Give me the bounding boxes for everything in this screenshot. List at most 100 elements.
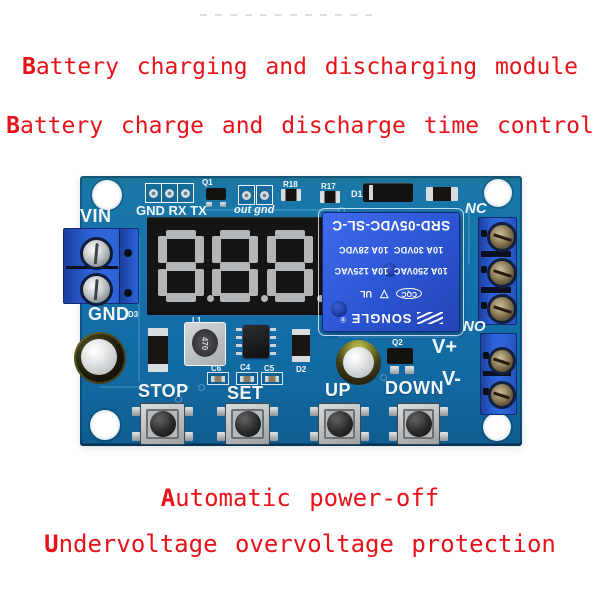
inductor-marking: 470 [200, 336, 210, 350]
q2-pad [405, 366, 414, 374]
battery-terminal-block [480, 333, 517, 415]
q2-pad [390, 366, 399, 374]
segment [275, 230, 305, 239]
uart-pad-tx [177, 183, 194, 203]
r17-label: R17 [321, 182, 336, 191]
seven-segment-digit [267, 230, 313, 302]
button-leg [217, 407, 225, 416]
stop-button [132, 403, 193, 445]
nc-label: NC [465, 200, 487, 217]
relay-terminal-screw [487, 222, 517, 252]
segment [158, 236, 167, 263]
vin-label: VIN [80, 206, 112, 226]
gnd-pad [256, 185, 273, 205]
q2-label: Q2 [392, 338, 403, 347]
seven-segment-digit [212, 230, 258, 302]
no-label: NO [463, 318, 486, 335]
down-button [389, 403, 448, 445]
ic-pin [270, 352, 276, 355]
segment [267, 236, 276, 263]
smd-cap-body [240, 375, 254, 382]
pcb-board: GND RX TX Q1 out gnd R18 R17 D1 VIN GND [63, 176, 522, 446]
clamp-slot [481, 266, 487, 273]
clamp-slot [483, 352, 489, 359]
relay: SONGLE® CQC ▽ UL 10A 250VAC 10A 125VAC 1… [318, 208, 464, 336]
decimal-point [207, 295, 214, 302]
d2-diode [292, 329, 310, 362]
button-cap [234, 411, 261, 437]
relay-terminal-screw [487, 294, 517, 324]
decimal-point [261, 295, 268, 302]
songle-stripes-logo [416, 312, 443, 325]
pad-ring [260, 190, 269, 200]
uart-label: GND RX TX [136, 203, 207, 218]
ic-pin [270, 344, 276, 347]
relay-mold-mark [331, 301, 347, 317]
inductor-core: 470 [192, 329, 218, 357]
vplus-label: V+ [432, 336, 458, 358]
c4-capacitor [236, 372, 258, 385]
down-label: DOWN [385, 378, 444, 398]
relay-rating-vac: 10A 250VAC 10A 125VAC [334, 266, 448, 277]
capacitor-top [343, 347, 374, 378]
mounting-hole-top-right [484, 179, 512, 207]
segment [220, 230, 250, 239]
smd-cap-body [265, 375, 279, 382]
pcb-trace [100, 386, 190, 388]
d2-label: D2 [296, 365, 307, 374]
button-frame [318, 403, 361, 445]
pcb-via [380, 374, 387, 381]
segment [212, 269, 221, 296]
button-frame [397, 403, 440, 445]
segment [166, 293, 196, 302]
ic-pin [236, 328, 242, 331]
button-cap [326, 411, 353, 437]
button-leg [217, 432, 225, 441]
segment [275, 293, 305, 302]
button-leg [361, 407, 369, 416]
ic-pin [270, 328, 276, 331]
d3-label: D3 [128, 310, 139, 319]
relay-model: SRD-05VDC-SL-C [331, 218, 451, 233]
vde-triangle-logo: ▽ [379, 287, 389, 300]
segment [166, 262, 196, 271]
button-leg [361, 432, 369, 441]
clamp-slot [483, 388, 489, 395]
segment [249, 236, 258, 263]
uart-pad-rx [161, 183, 178, 203]
pcb-trace [138, 236, 140, 381]
uart-pad-gnd [145, 183, 162, 203]
gnd-label: GND [88, 304, 130, 324]
watermark-dashes [200, 14, 380, 16]
segment [267, 269, 276, 296]
segment [249, 269, 258, 296]
button-leg [440, 432, 448, 441]
relay-terminal-block [478, 217, 517, 325]
r18-label: R18 [283, 180, 298, 189]
electrolytic-capacitor [74, 332, 126, 384]
pad-ring [181, 188, 190, 198]
seven-segment-display [147, 217, 330, 315]
segment [304, 269, 313, 296]
button-leg [389, 432, 397, 441]
caption-top-1: Battery charging and discharging module [21, 54, 579, 80]
clamp-slot [481, 302, 487, 309]
stop-label: STOP [138, 381, 189, 401]
d3-diode [148, 328, 168, 372]
relay-brand: SONGLE [350, 311, 412, 326]
caption-top-2: Battery charge and discharge time contro… [6, 113, 594, 139]
registered-mark: ® [339, 315, 346, 322]
button-leg [132, 432, 140, 441]
up-label: UP [325, 380, 352, 400]
button-frame [225, 403, 270, 445]
pcb-trace [200, 209, 340, 211]
vin-screw [80, 237, 113, 270]
pad-ring [242, 190, 251, 200]
d1-label: D1 [351, 189, 363, 199]
out-gnd-label: out gnd [234, 204, 275, 216]
button-leg [132, 407, 140, 416]
capacitor-top [81, 339, 117, 375]
c5-label: C5 [264, 364, 275, 373]
vin-terminal-block [63, 228, 139, 306]
